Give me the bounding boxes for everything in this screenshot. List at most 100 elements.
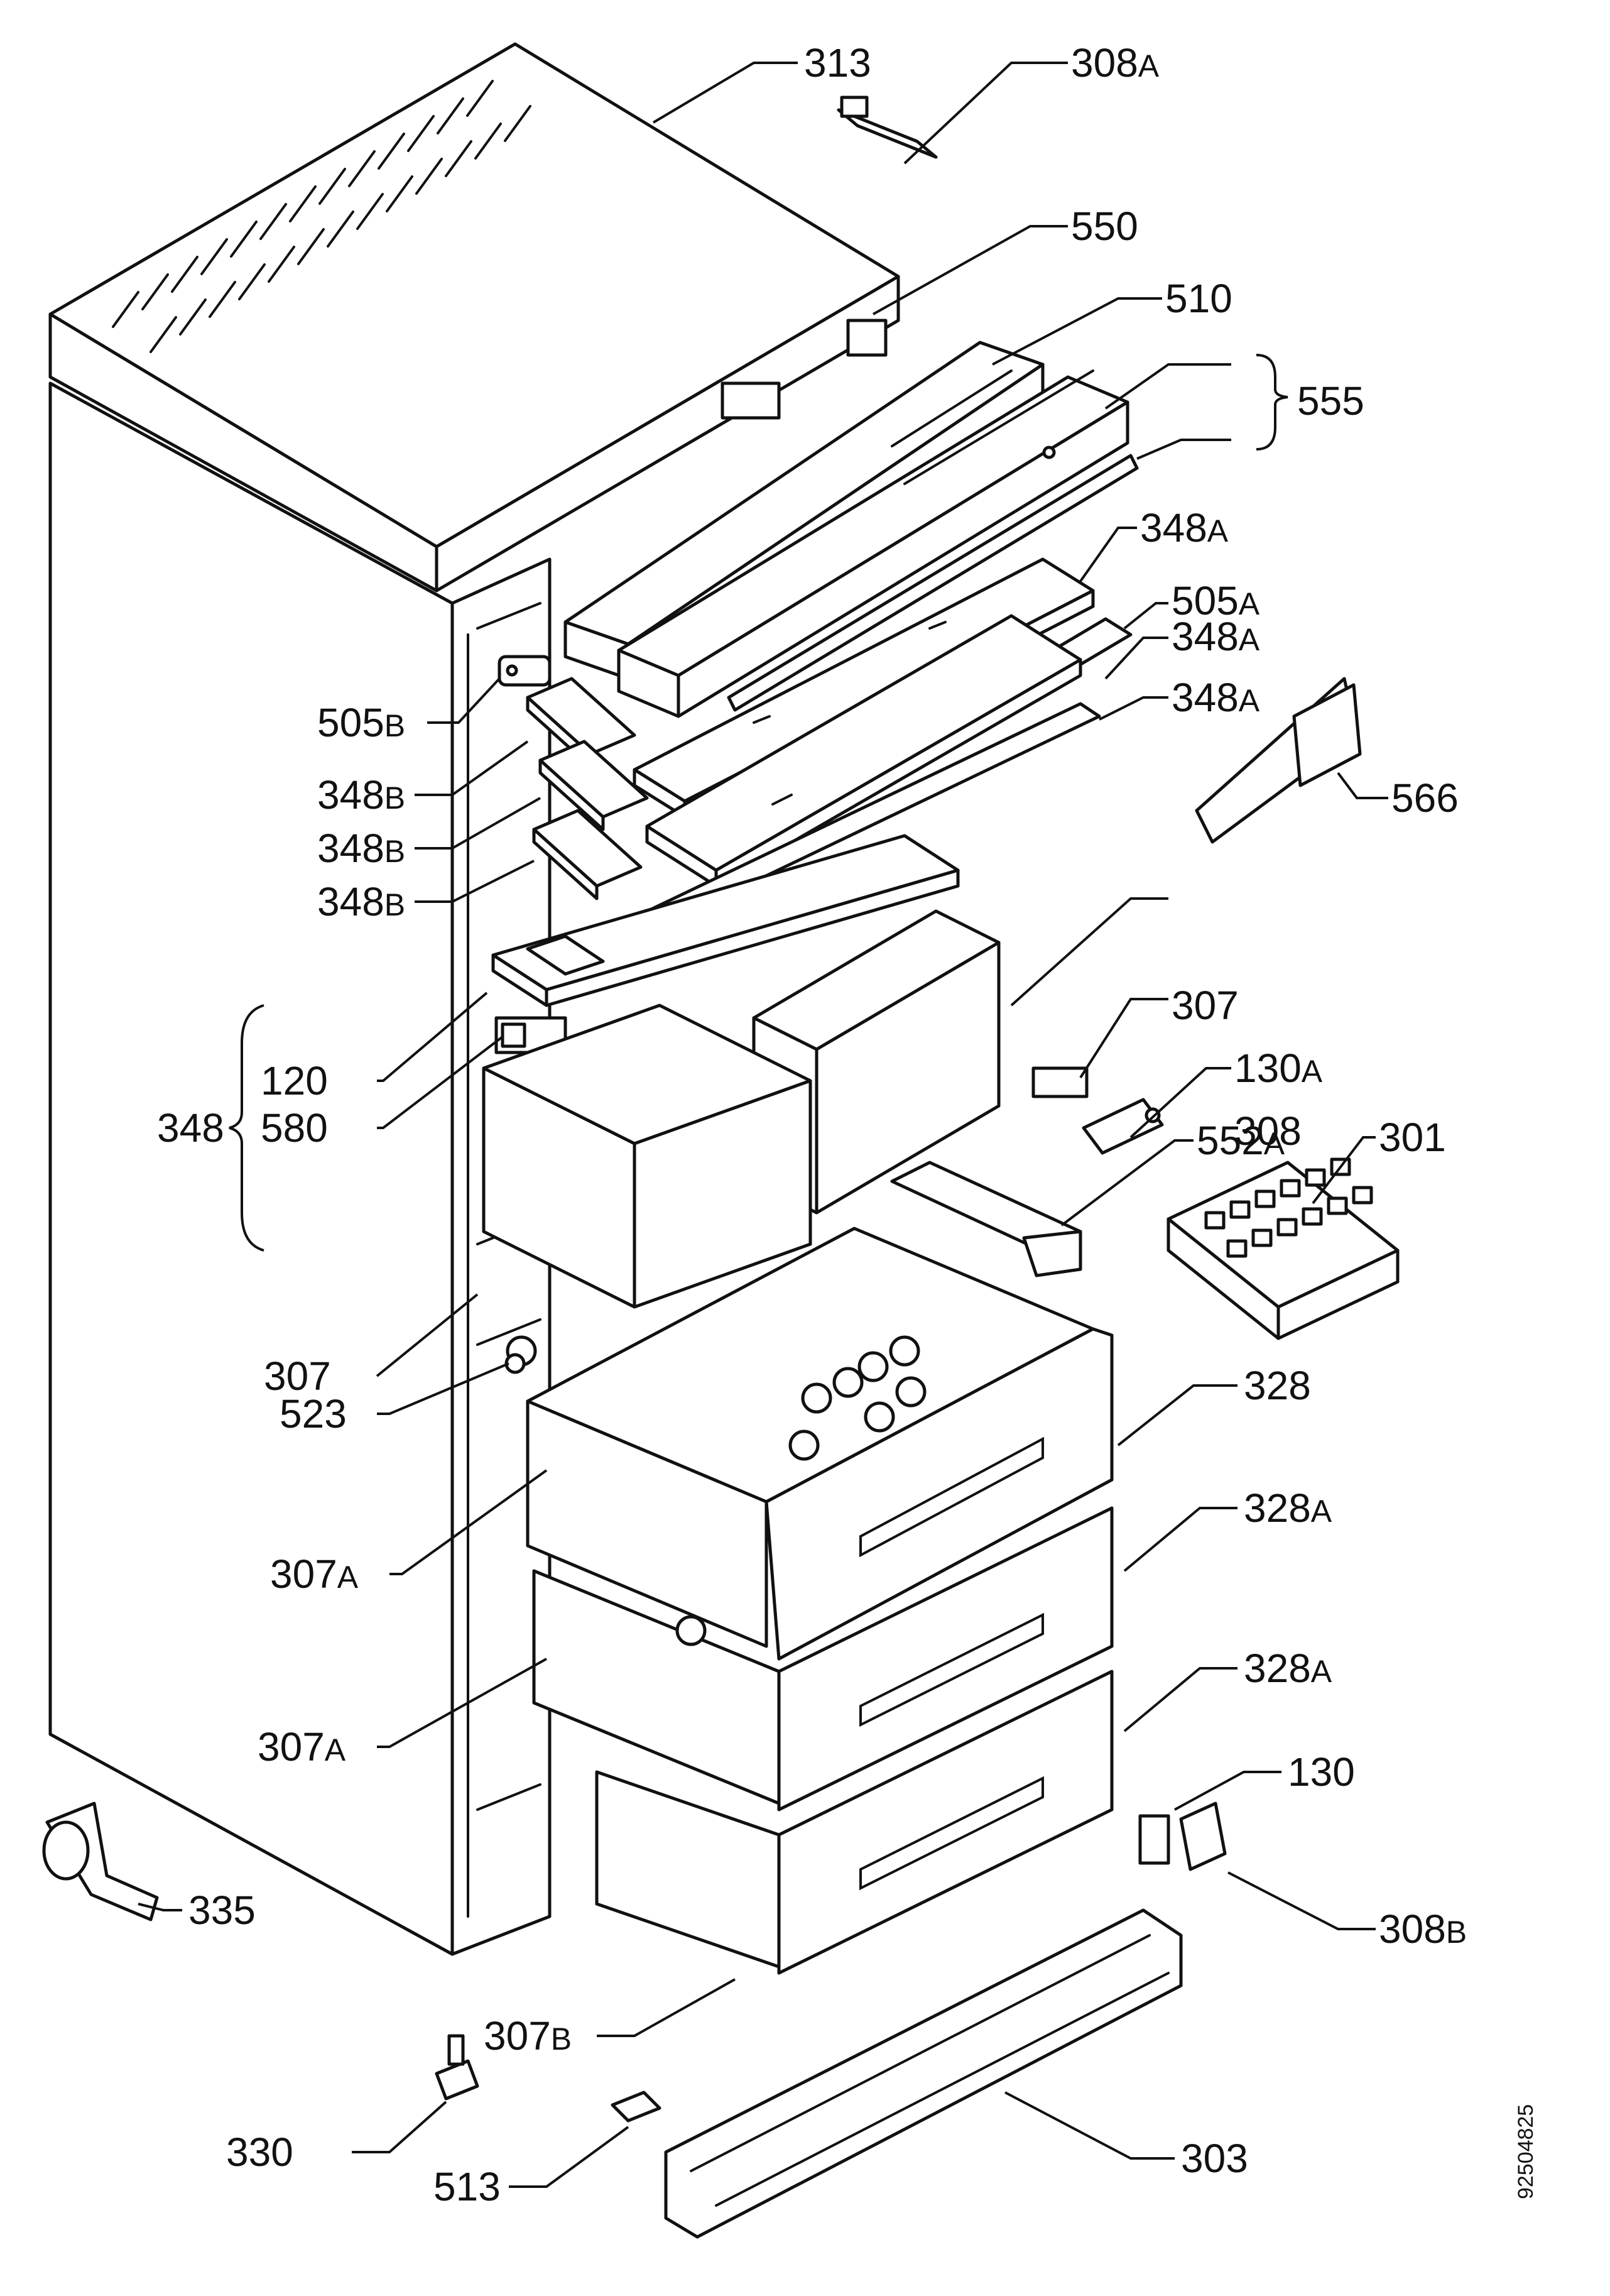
label-328a-2: 328A	[1244, 1646, 1332, 1691]
vent-slot	[327, 210, 354, 248]
drawer-328	[526, 1227, 1114, 1661]
vent-slot	[474, 123, 502, 160]
vent-slot	[466, 80, 494, 117]
drawer-holes	[788, 1335, 927, 1461]
vent-slot	[318, 168, 346, 205]
hinge-bracket-130a	[1031, 1066, 1089, 1098]
vent-slot	[378, 133, 405, 170]
label-348a-3: 348A	[1172, 675, 1260, 720]
drawer-hole	[889, 1335, 920, 1367]
vent-slot	[348, 150, 376, 187]
cabinet-body	[48, 381, 552, 1956]
label-335: 335	[188, 1888, 256, 1933]
label-307a-2: 307A	[258, 1724, 346, 1769]
glass-shelf-348a-lower	[645, 614, 1082, 888]
vent-slot	[200, 238, 228, 275]
vent-slot	[259, 203, 287, 240]
label-120: 120	[261, 1058, 328, 1103]
drawer-hole	[832, 1367, 864, 1398]
label-308: 308	[1234, 1108, 1302, 1154]
ice-cell	[1276, 1218, 1298, 1237]
label-303: 303	[1181, 2136, 1248, 2181]
label-348: 348	[157, 1105, 224, 1151]
label-505a: 505A	[1172, 578, 1260, 623]
callout-labels: 313 308A 550 510 555 348A 505A 348A 348A…	[157, 40, 1467, 2209]
support-505b	[498, 655, 552, 687]
label-555: 555	[1297, 378, 1364, 424]
vent-slot	[268, 246, 295, 283]
ice-tray-301	[1167, 1157, 1400, 1340]
label-510: 510	[1165, 276, 1232, 321]
drawer-hole	[788, 1430, 820, 1461]
shelf-strip-555	[727, 454, 1139, 712]
evaporator-plate-555	[617, 369, 1129, 718]
label-308b: 308B	[1379, 1906, 1467, 1952]
ice-cell	[1204, 1211, 1226, 1230]
vent-slot	[437, 97, 464, 134]
label-523: 523	[280, 1391, 347, 1436]
vent-slot	[230, 221, 258, 258]
label-505b: 505B	[317, 700, 405, 745]
drawer-hole	[857, 1351, 889, 1382]
ice-cell	[1229, 1200, 1251, 1219]
label-348b-2: 348B	[317, 826, 405, 871]
spacer-513	[611, 2091, 661, 2123]
drawer-328a-1	[532, 1506, 1114, 1812]
label-348b-1: 348B	[317, 772, 405, 817]
label-580: 580	[261, 1105, 328, 1151]
vent-slot	[209, 281, 236, 318]
label-307-mid: 307	[264, 1353, 331, 1399]
vent-slots	[112, 80, 531, 353]
ice-cell	[1305, 1168, 1326, 1187]
vent-slot	[386, 175, 413, 212]
ice-cell	[1352, 1186, 1373, 1205]
ice-cell	[1280, 1179, 1301, 1198]
ice-cell	[1302, 1207, 1323, 1226]
vent-slot	[297, 228, 325, 265]
label-550: 550	[1071, 204, 1138, 249]
label-328a-1: 328A	[1244, 1485, 1332, 1531]
ice-cell	[1254, 1189, 1276, 1208]
door-rail-552a	[890, 1161, 1082, 1277]
leader-lines	[138, 62, 1388, 2188]
kick-plate-303	[664, 1908, 1183, 2239]
ice-cell	[1327, 1196, 1348, 1215]
label-130a: 130A	[1234, 1046, 1323, 1091]
vent-slot	[356, 193, 384, 230]
label-330: 330	[226, 2129, 293, 2175]
vent-slot	[445, 140, 472, 177]
label-301: 301	[1379, 1115, 1446, 1160]
ice-cell	[1226, 1239, 1248, 1258]
label-308a: 308A	[1071, 40, 1160, 85]
vent-slot	[504, 105, 531, 142]
label-348a-1: 348A	[1140, 505, 1229, 550]
label-513: 513	[433, 2164, 501, 2209]
label-328: 328	[1244, 1363, 1311, 1408]
ice-cells	[1204, 1157, 1373, 1258]
ice-scraper-566	[1195, 677, 1362, 844]
label-348b-3: 348B	[317, 879, 405, 924]
vent-slot	[141, 273, 169, 310]
label-307-top: 307	[1172, 983, 1239, 1028]
hinge-335	[42, 1801, 159, 1922]
vent-slot	[238, 263, 266, 300]
short-shelf-348b-2	[538, 740, 649, 831]
label-307a-1: 307A	[270, 1551, 359, 1597]
short-shelf-348b-3	[532, 809, 643, 900]
label-566: 566	[1391, 775, 1459, 821]
drawer-hole	[801, 1382, 832, 1414]
vent-slot	[150, 316, 177, 353]
bottle-holder-523	[504, 1335, 537, 1374]
drawer-hole	[895, 1376, 927, 1408]
vent-slot	[289, 185, 317, 222]
freezer-basket-307-lower	[482, 1003, 812, 1309]
vent-slot	[112, 291, 139, 328]
freezer-tray-cover	[491, 834, 960, 1007]
label-552a: 552A	[1197, 1118, 1285, 1163]
hinge-308	[1082, 1098, 1164, 1155]
drawer-328a-2	[595, 1670, 1114, 1975]
label-313: 313	[804, 40, 871, 85]
label-307b: 307B	[484, 2013, 572, 2058]
hinge-130	[1138, 1814, 1170, 1865]
label-348a-2: 348A	[1172, 614, 1260, 659]
